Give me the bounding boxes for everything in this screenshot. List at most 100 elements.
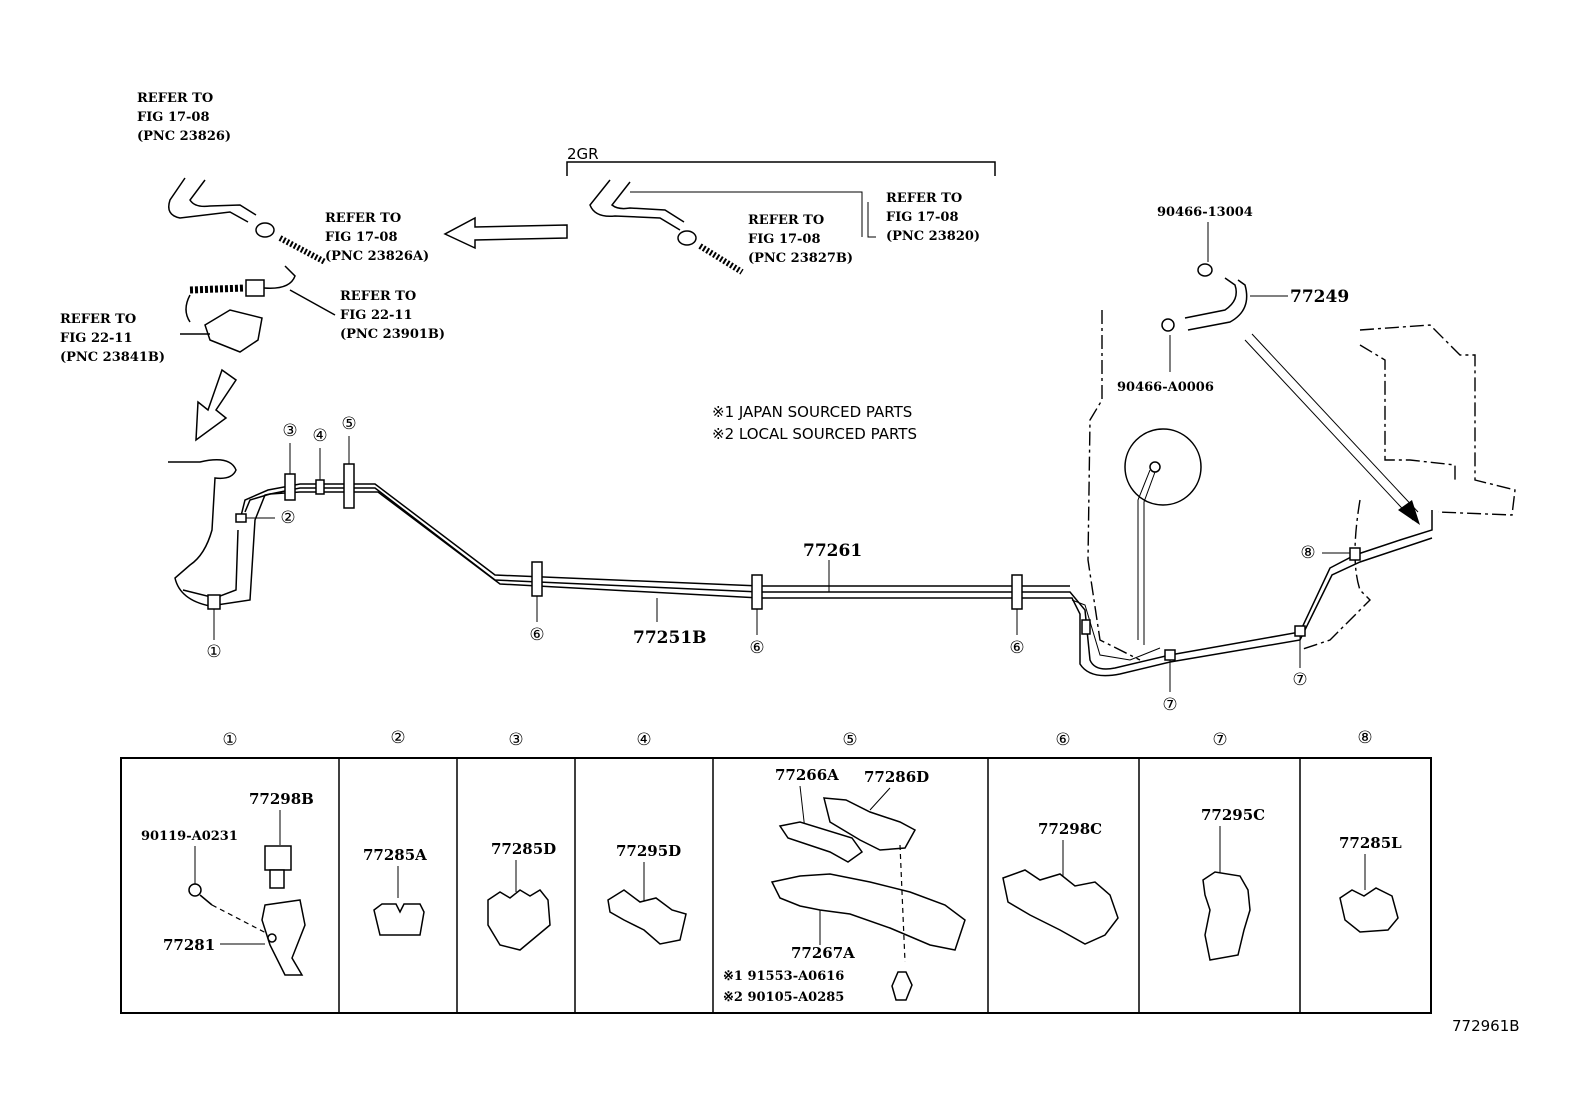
bolt-5-icon bbox=[891, 971, 913, 1001]
callout-6a: ⑥ bbox=[529, 625, 544, 645]
table-header-7: ⑦ bbox=[1212, 730, 1227, 750]
parts-table: ① ② ③ ④ ⑤ ⑥ ⑦ ⑧ 77298B 90119-A0231 77281… bbox=[120, 728, 1432, 1014]
cell8-77285L: 77285L bbox=[1339, 834, 1402, 852]
ref3-line1: REFER TO bbox=[340, 289, 416, 304]
clamp4-icon bbox=[1161, 318, 1175, 332]
ref2-line3: (PNC 23826A) bbox=[325, 249, 429, 264]
ref2-line2: FIG 17-08 bbox=[325, 230, 398, 245]
ref4-line1: REFER TO bbox=[60, 312, 136, 327]
bolt-90119-icon bbox=[188, 883, 202, 897]
cell5-90105: ※2 90105-A0285 bbox=[723, 990, 844, 1005]
table-dividers bbox=[338, 758, 1301, 1013]
tank-filler-circle bbox=[1124, 428, 1202, 506]
cell6-77298C: 77298C bbox=[1038, 820, 1102, 838]
clip-77266A-icon bbox=[778, 821, 864, 863]
cell7-77295C: 77295C bbox=[1201, 806, 1265, 824]
ref6-line1: REFER TO bbox=[886, 191, 962, 206]
protector-77267A-icon bbox=[770, 873, 966, 951]
cell5-91553: ※1 91553-A0616 bbox=[723, 969, 844, 984]
ref-group-topleft: REFER TO FIG 17-08 (PNC 23826) REFER TO … bbox=[60, 91, 445, 442]
clip-77298C-icon bbox=[1002, 869, 1119, 945]
table-header-5: ⑤ bbox=[842, 730, 857, 750]
braided-hose-icon bbox=[189, 284, 246, 294]
hose3-drawing bbox=[1184, 277, 1237, 319]
note-japan: ※1 JAPAN SOURCED PARTS bbox=[712, 403, 912, 421]
part-77251B: 77251B bbox=[633, 628, 707, 648]
bracket-part-icon bbox=[204, 309, 263, 353]
table-header-8: ⑧ bbox=[1357, 728, 1372, 748]
ref4-line3: (PNC 23841B) bbox=[60, 350, 165, 365]
ref3-line3: (PNC 23901B) bbox=[340, 327, 445, 342]
cell5-77266A: 77266A bbox=[775, 766, 839, 784]
ref4-line2: FIG 22-11 bbox=[60, 331, 133, 346]
callout-3: ③ bbox=[282, 421, 297, 441]
clamp3-icon bbox=[1197, 263, 1213, 277]
callout-1: ① bbox=[206, 642, 221, 662]
figure-id: 772961B bbox=[1452, 1017, 1520, 1035]
part-77261: 77261 bbox=[803, 541, 862, 561]
tank-outline bbox=[1087, 310, 1141, 661]
ref6-line3: (PNC 23820) bbox=[886, 229, 980, 244]
callout-7b: ⑦ bbox=[1292, 670, 1307, 690]
callout-6b: ⑥ bbox=[749, 638, 764, 658]
callout-5: ⑤ bbox=[341, 414, 356, 434]
ref5-line1: REFER TO bbox=[748, 213, 824, 228]
cell2-77285A: 77285A bbox=[363, 846, 427, 864]
clip-77295D-icon bbox=[607, 889, 687, 945]
cell5-77267A: 77267A bbox=[791, 944, 855, 962]
clip-77295C-icon bbox=[1202, 871, 1251, 961]
table-header-6: ⑥ bbox=[1055, 730, 1070, 750]
table-border bbox=[120, 757, 1432, 1014]
table-header-4: ④ bbox=[636, 730, 651, 750]
table-header-2: ② bbox=[390, 728, 405, 748]
clip-77286D-icon bbox=[823, 797, 917, 851]
clamp-icon bbox=[255, 222, 275, 238]
ref6-line2: FIG 17-08 bbox=[886, 210, 959, 225]
callout-6c: ⑥ bbox=[1009, 638, 1024, 658]
bracket-77281-icon bbox=[261, 899, 306, 976]
ref3-line2: FIG 22-11 bbox=[340, 308, 413, 323]
callout-2: ② bbox=[280, 508, 295, 528]
hose-drawing bbox=[168, 177, 249, 223]
callout-8: ⑧ bbox=[1300, 543, 1315, 563]
ref1-line2: FIG 17-08 bbox=[137, 110, 210, 125]
ref1-line1: REFER TO bbox=[137, 91, 213, 106]
arrow-diagonal bbox=[1244, 339, 1414, 521]
clip-77298B-icon bbox=[264, 845, 292, 871]
part-90466-13004: 90466-13004 bbox=[1157, 205, 1253, 220]
cell4-77295D: 77295D bbox=[616, 842, 681, 860]
bolt-icon bbox=[278, 235, 327, 265]
clip-77285D-icon bbox=[487, 889, 551, 951]
ref5-line2: FIG 17-08 bbox=[748, 232, 821, 247]
cell1-90119-A0231: 90119-A0231 bbox=[141, 829, 238, 844]
hose-77249-group: 90466-13004 77249 90466-A0006 bbox=[1117, 205, 1349, 395]
ref5-line3: (PNC 23827B) bbox=[748, 251, 853, 266]
cell1-77281: 77281 bbox=[163, 936, 215, 954]
engine-bracket-line bbox=[566, 161, 996, 176]
arrow-left-icon bbox=[443, 216, 568, 250]
ref2-line1: REFER TO bbox=[325, 211, 401, 226]
table-header-1: ① bbox=[222, 730, 237, 750]
callout-7a: ⑦ bbox=[1162, 695, 1177, 715]
ref-group-2gr: 2GR REFER TO FIG 17-08 (PNC 23827B) REFE… bbox=[566, 145, 996, 275]
note-local: ※2 LOCAL SOURCED PARTS bbox=[712, 425, 917, 443]
line-77261 bbox=[168, 459, 1433, 670]
table-header-3: ③ bbox=[508, 730, 523, 750]
part-90466-A0006: 90466-A0006 bbox=[1117, 380, 1214, 395]
cell1-77298B: 77298B bbox=[249, 790, 314, 808]
hose2-drawing bbox=[589, 179, 681, 231]
ref1-line3: (PNC 23826) bbox=[137, 129, 231, 144]
cell5-77286D: 77286D bbox=[864, 768, 929, 786]
clamp2-icon bbox=[677, 230, 697, 246]
nut-icon bbox=[245, 279, 265, 297]
clip-77285A-icon bbox=[373, 903, 425, 936]
part-77249: 77249 bbox=[1290, 287, 1349, 307]
clip-77285L-icon bbox=[1339, 887, 1399, 933]
diagram-callouts: ① ② ③ ④ ⑤ ⑥ ⑥ ⑥ ⑦ ⑦ ⑧ bbox=[206, 414, 1315, 715]
arrow-down-icon bbox=[195, 368, 238, 442]
callout-4: ④ bbox=[312, 426, 327, 446]
cell3-77285D: 77285D bbox=[491, 840, 556, 858]
engine-label: 2GR bbox=[567, 145, 599, 163]
